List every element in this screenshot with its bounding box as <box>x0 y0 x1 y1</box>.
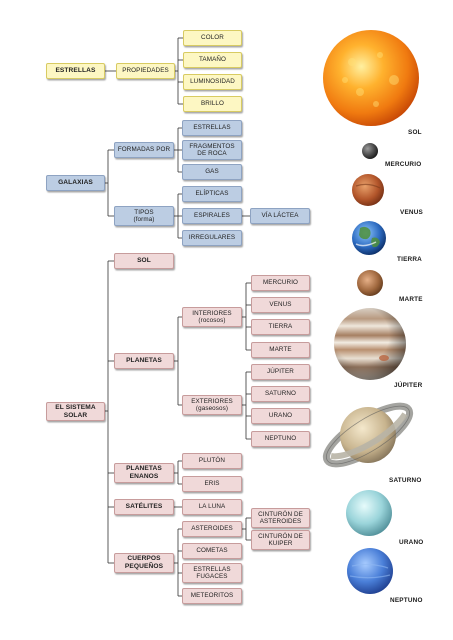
elipticas-node: ELÍPTICAS <box>182 186 242 202</box>
label-venus: VENUS <box>400 209 424 216</box>
brillo-node: BRILLO <box>183 96 242 112</box>
label-urano: URANO <box>399 539 424 546</box>
gas-node: GAS <box>182 164 242 180</box>
fragmentos-roca-node: FRAGMENTOS DE ROCA <box>182 140 242 160</box>
via-lactea-node: VÍA LÁCTEA <box>250 208 310 224</box>
pluton-node: PLUTÓN <box>182 453 242 469</box>
mercurio-node: MERCURIO <box>251 275 310 291</box>
asteroides-node: ASTEROIDES <box>182 521 242 537</box>
saturn-picture <box>322 402 414 468</box>
sun-picture <box>323 30 419 126</box>
espirales-node: ESPIRALES <box>182 208 242 224</box>
label-sol: SOL <box>408 129 422 136</box>
label-marte: MARTE <box>399 296 423 303</box>
sol-node: SOL <box>114 253 174 269</box>
sistema-solar-node: EL SISTEMA SOLAR <box>46 402 105 421</box>
venus-node: VENUS <box>251 297 310 313</box>
planetas-enanos-node: PLANETAS ENANOS <box>114 463 174 483</box>
saturno-node: SATURNO <box>251 386 310 402</box>
cinturon-asteroides-node: CINTURÓN DE ASTEROIDES <box>251 508 310 528</box>
label-mercurio: MERCURIO <box>385 161 422 168</box>
tamano-node: TAMAÑO <box>183 52 242 68</box>
cuerpos-pequenos-node: CUERPOS PEQUEÑOS <box>114 553 174 573</box>
venus-picture <box>352 174 384 206</box>
estrellas-fugaces-node: ESTRELLAS FUGACES <box>182 563 242 583</box>
label-neptuno: NEPTUNO <box>390 597 423 604</box>
label-jupiter: JÚPITER <box>394 382 423 389</box>
tipos-node: TIPOS (forma) <box>114 206 174 226</box>
sun-texture <box>342 52 399 107</box>
satelites-node: SATÉLITES <box>114 499 174 515</box>
tierra-node: TIERRA <box>251 319 310 335</box>
exteriores-node: EXTERIORES (gaseosos) <box>182 395 242 415</box>
galaxias-node: GALAXIAS <box>46 175 105 191</box>
neptuno-node: NEPTUNO <box>251 431 310 447</box>
uranus-picture <box>346 490 392 536</box>
mercury-picture <box>362 143 378 159</box>
irregulares-node: IRREGULARES <box>182 230 242 246</box>
label-tierra: TIERRA <box>397 256 422 263</box>
urano-node: URANO <box>251 408 310 424</box>
neptune-picture <box>347 548 393 594</box>
galaxias-estrellas-node: ESTRELLAS <box>182 120 242 136</box>
jupiter-node: JÚPITER <box>251 364 310 380</box>
earth-picture <box>352 221 386 255</box>
eris-node: ERIS <box>182 476 242 492</box>
la-luna-node: LA LUNA <box>182 499 242 515</box>
cometas-node: COMETAS <box>182 543 242 559</box>
interiores-node: INTERIORES (rocosos) <box>182 307 242 327</box>
propiedades-node: PROPIEDADES <box>116 63 175 79</box>
formadas-por-node: FORMADAS POR <box>114 142 174 158</box>
estrellas-node: ESTRELLAS <box>46 63 105 79</box>
color-node: COLOR <box>183 30 242 46</box>
label-saturno: SATURNO <box>389 477 422 484</box>
planetas-node: PLANETAS <box>114 353 174 369</box>
mars-picture <box>357 270 383 296</box>
meteoritos-node: METEORITOS <box>182 588 242 604</box>
jupiter-picture <box>334 308 406 380</box>
cinturon-kuiper-node: CINTURÓN DE KUIPER <box>251 530 310 550</box>
marte-node: MARTE <box>251 342 310 358</box>
luminosidad-node: LUMINOSIDAD <box>183 74 242 90</box>
